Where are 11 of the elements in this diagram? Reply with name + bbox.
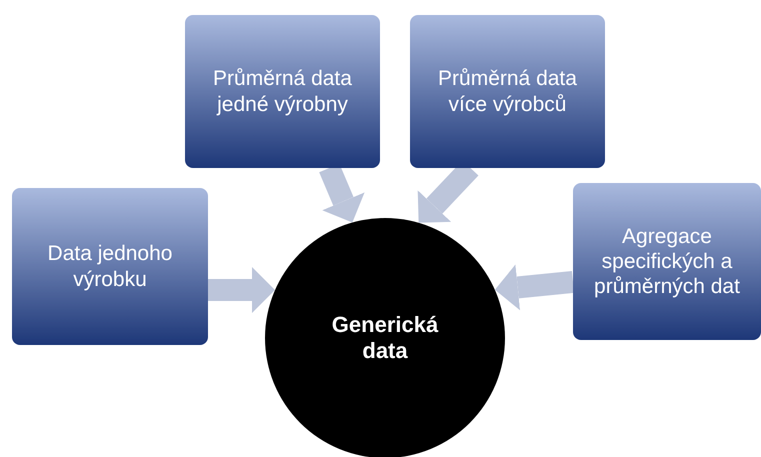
node-label: Průměrná data více výrobců: [437, 66, 578, 118]
arrow: [208, 267, 275, 314]
node-label: Průměrná data jedné výrobny: [212, 66, 353, 118]
arrow: [494, 264, 574, 310]
node-label: Agregace specifických a průměrných dat: [593, 224, 741, 300]
node-label: Data jednoho výrobku: [46, 241, 174, 292]
process-box: [410, 15, 605, 168]
node-label: Generická data: [330, 310, 440, 365]
process-box: [573, 183, 761, 340]
process-box: [185, 15, 380, 168]
process-box: [12, 188, 208, 345]
